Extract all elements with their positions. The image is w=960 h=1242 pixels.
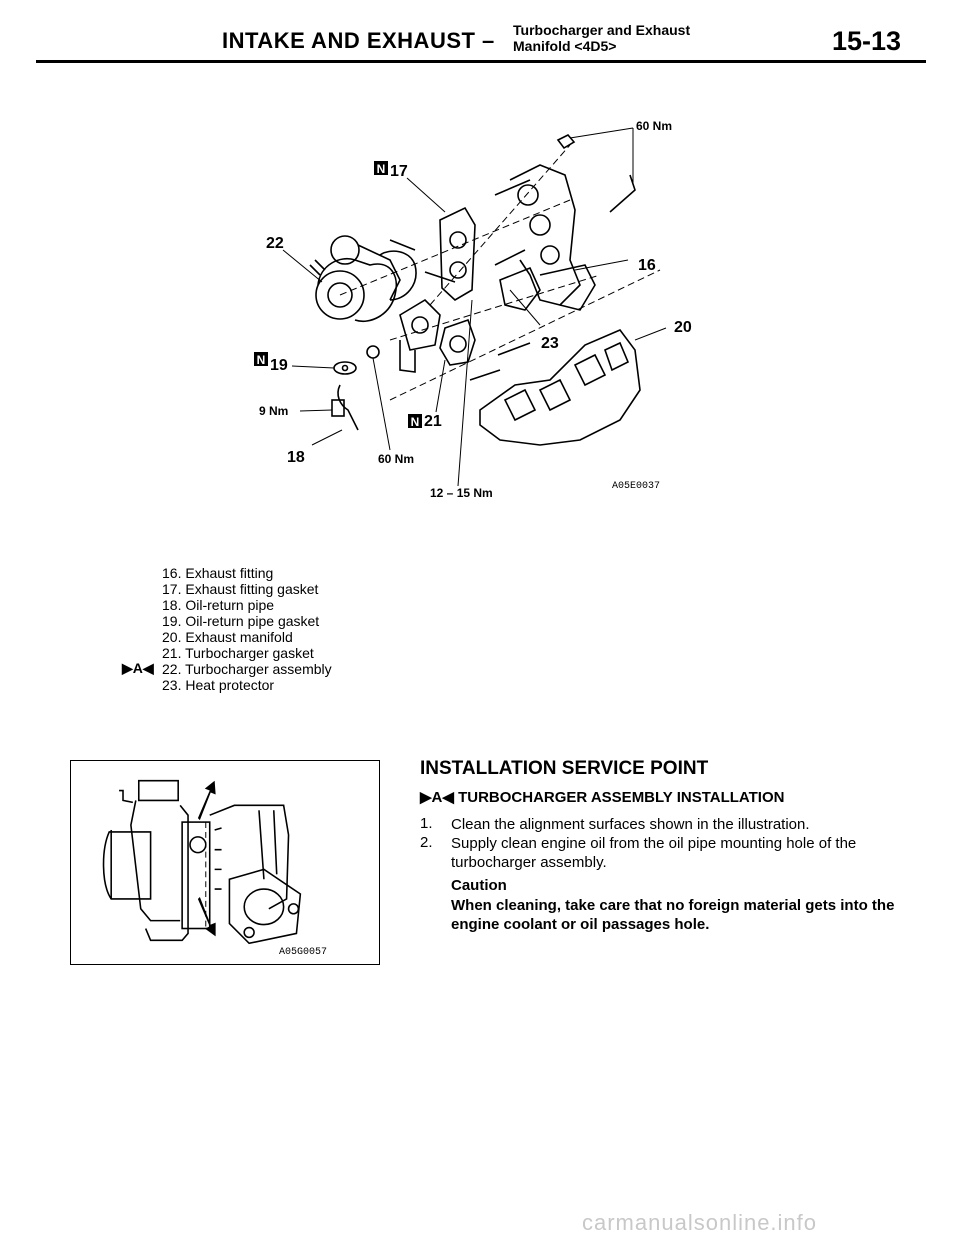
part-label-22: 22 xyxy=(266,235,284,252)
new-part-mark-19: N xyxy=(257,353,266,367)
new-part-mark-21: N xyxy=(411,415,420,429)
part-label-16: 16 xyxy=(638,257,656,274)
part-label-20: 20 xyxy=(674,319,692,336)
list-item: 17. Exhaust fitting gasket xyxy=(162,581,319,597)
list-item: 23. Heat protector xyxy=(162,677,275,693)
leader-lines xyxy=(282,127,667,487)
diagram-drawing xyxy=(309,134,641,446)
header-rule xyxy=(36,60,926,63)
part-label-17: 17 xyxy=(390,163,408,180)
subsection-title-line1: Turbocharger and Exhaust xyxy=(513,22,691,38)
torque-9nm: 9 Nm xyxy=(259,404,288,418)
part-label-21: 21 xyxy=(424,413,442,430)
diagram-centerlines xyxy=(339,144,661,401)
new-part-mark-17: N xyxy=(377,162,386,176)
service-point-title: INSTALLATION SERVICE POINT xyxy=(420,758,709,779)
alignment-drawing xyxy=(102,779,302,945)
parts-list: 16. Exhaust fitting 17. Exhaust fitting … xyxy=(162,565,332,693)
caution-label: Caution xyxy=(451,877,507,894)
step-text-1: Clean the alignment surfaces shown in th… xyxy=(451,816,810,833)
torque-12-15nm: 12 – 15 Nm xyxy=(430,486,493,500)
list-item: 19. Oil-return pipe gasket xyxy=(162,613,320,629)
new-part-badges xyxy=(254,161,422,428)
figure-code-1: A05E0037 xyxy=(612,481,660,492)
torque-60nm-top: 60 Nm xyxy=(636,119,672,133)
service-point-marker: ▶A◀ xyxy=(122,660,154,676)
list-item: 20. Exhaust manifold xyxy=(162,629,293,645)
service-point-subtitle: ▶A◀ TURBOCHARGER ASSEMBLY INSTALLATION xyxy=(420,789,785,806)
list-item: 21. Turbocharger gasket xyxy=(162,645,314,661)
turbocharger-alignment-figure: A05G0057 xyxy=(70,760,380,965)
figure-code-2: A05G0057 xyxy=(279,947,328,958)
step-text-2: Supply clean engine oil from the oil pip… xyxy=(451,835,857,871)
part-label-19: 19 xyxy=(270,357,288,374)
list-item: 22. Turbocharger assembly xyxy=(162,661,332,677)
watermark-text: carmanualsonline.info xyxy=(582,1210,818,1235)
subsection-title-line2: Manifold <4D5> xyxy=(513,38,617,54)
page-number: 15-13 xyxy=(832,26,902,56)
step-number-2: 2. xyxy=(420,834,433,851)
part-label-18: 18 xyxy=(287,449,305,466)
exploded-diagram: N N N 60 Nm 17 22 16 20 23 19 9 Nm 21 18… xyxy=(254,119,692,500)
step-number-1: 1. xyxy=(420,815,433,832)
list-item: 16. Exhaust fitting xyxy=(162,565,274,581)
part-label-23: 23 xyxy=(541,335,559,352)
torque-60nm-bottom: 60 Nm xyxy=(378,452,414,466)
caution-text: When cleaning, take care that no foreign… xyxy=(451,897,895,933)
section-title: INTAKE AND EXHAUST – xyxy=(222,28,495,53)
list-item: 18. Oil-return pipe xyxy=(162,597,275,613)
